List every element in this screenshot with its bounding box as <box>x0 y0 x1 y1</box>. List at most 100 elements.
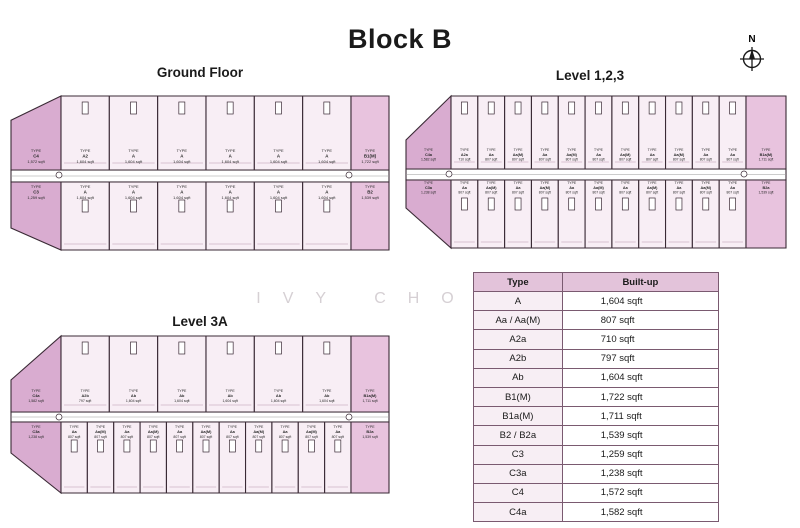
ground-floor-title: Ground Floor <box>156 65 244 80</box>
unit-type-label: TYPE <box>648 148 658 152</box>
unit-size-label: 807 sqft <box>68 435 80 439</box>
unit-type-label: TYPE <box>648 181 658 185</box>
unit-size-label: 1,259 sqft <box>27 195 45 200</box>
unit-top <box>350 95 390 171</box>
unit-type-label: TYPE <box>322 184 333 189</box>
unit-type-name: Aa <box>730 186 736 190</box>
unit-type-name: A <box>325 190 329 195</box>
unit-size-label: 1,604 sqft <box>125 195 143 200</box>
unit-type-label: TYPE <box>365 389 375 393</box>
unit-type-label: TYPE <box>540 181 550 185</box>
table-cell-type: B1(M) <box>473 386 563 408</box>
unit-type-name: A <box>132 154 136 159</box>
unit-type-name: A <box>229 154 233 159</box>
unit-size-label: 807 sqft <box>512 191 524 195</box>
unit-size-label: 797 sqft <box>79 399 91 403</box>
unit-type-name: C4a <box>425 153 433 157</box>
unit-type-label: TYPE <box>487 148 497 152</box>
unit-type-label: TYPE <box>175 425 185 429</box>
unit-type-name: A <box>84 190 88 195</box>
unit-type-label: TYPE <box>226 389 236 393</box>
unit-type-label: TYPE <box>81 389 91 393</box>
unit-type-label: TYPE <box>424 181 434 185</box>
table-cell-built-up: 1,582 sqft <box>561 502 720 523</box>
unit-size-label: 1,582 sqft <box>28 399 43 403</box>
unit-type-name: A <box>277 154 281 159</box>
unit-size-label: 807 sqft <box>727 158 739 162</box>
table-cell-type: A2a <box>473 329 563 350</box>
unit-type-label: TYPE <box>540 148 550 152</box>
unit-size-label: 807 sqft <box>673 158 685 162</box>
watermark: IVY CHONG <box>256 290 544 307</box>
unit-size-label: 807 sqft <box>646 158 658 162</box>
unit-size-label: 807 sqft <box>673 191 685 195</box>
unit-size-label: 1,711 sqft <box>362 399 377 403</box>
unit-type-name: B2a <box>763 186 771 190</box>
table-cell-built-up: 1,572 sqft <box>561 482 720 504</box>
table-header-type: Type <box>473 272 563 292</box>
unit-type-label: TYPE <box>365 184 376 189</box>
unit-size-label: 1,604 sqft <box>271 399 286 403</box>
unit-size-label: 1,604 sqft <box>76 195 94 200</box>
unit-type-label: TYPE <box>96 425 106 429</box>
unit-type-name: A2 <box>82 154 88 159</box>
compass-icon: N <box>740 34 764 71</box>
north-label: N <box>748 34 755 45</box>
unit-size-label: 807 sqft <box>539 191 551 195</box>
unit-type-name: Aa <box>177 429 183 434</box>
level-123-title: Level 1,2,3 <box>555 68 625 83</box>
unit-type-name: Aa(M) <box>674 153 685 157</box>
unit-type-label: TYPE <box>322 148 333 153</box>
unit-type-name: Aa <box>283 429 289 434</box>
unit-type-name: Aa(M) <box>566 153 577 157</box>
unit-type-label: TYPE <box>322 389 332 393</box>
table-cell-type: Ab <box>473 367 563 388</box>
unit-type-name: B1(M) <box>364 154 377 159</box>
unit-type-name: A <box>229 190 233 195</box>
unit-type-label: TYPE <box>177 389 187 393</box>
unit-type-name: Aa <box>462 186 468 190</box>
unit-top <box>350 335 390 413</box>
stair-icon <box>55 413 63 421</box>
unit-type-label: TYPE <box>701 181 711 185</box>
unit-type-label: TYPE <box>621 181 631 185</box>
unit-type-name: A2b <box>81 393 89 398</box>
unit-type-name: C4 <box>33 154 39 159</box>
unit-type-label: TYPE <box>128 184 139 189</box>
unit-type-label: TYPE <box>487 181 497 185</box>
unit-size-label: 1,604 sqft <box>174 399 189 403</box>
unit-type-name: Aa(M) <box>306 429 318 434</box>
unit-size-label: 807 sqft <box>279 435 291 439</box>
north-arrow: N <box>736 32 770 72</box>
unit-size-label: 1,604 sqft <box>76 159 94 164</box>
table-cell-built-up: 1,711 sqft <box>561 406 720 427</box>
unit-type-label: TYPE <box>762 181 772 185</box>
unit-type-name: Aa(M) <box>148 429 160 434</box>
unit-type-name: C4a <box>32 393 40 398</box>
unit-type-label: TYPE <box>129 389 139 393</box>
unit-size-label: 807 sqft <box>646 191 658 195</box>
unit-type-name: Aa(M) <box>647 186 658 190</box>
unit-type-label: TYPE <box>273 148 284 153</box>
unit-size-label: 807 sqft <box>252 435 264 439</box>
unit-type-label: TYPE <box>273 184 284 189</box>
unit-type-label: TYPE <box>460 181 470 185</box>
stair-icon <box>445 170 453 178</box>
stair-icon <box>55 171 63 179</box>
unit-size-label: 807 sqft <box>727 191 739 195</box>
unit-size-label: 1,604 sqft <box>125 159 143 164</box>
table-cell-type: Aa / Aa(M) <box>473 310 563 331</box>
unit-type-label: TYPE <box>567 148 577 152</box>
unit-size-label: 1,604 sqft <box>221 195 239 200</box>
unit-type-label: TYPE <box>201 425 211 429</box>
table-cell-built-up: 1,259 sqft <box>561 444 720 465</box>
unit-type-label: TYPE <box>514 181 524 185</box>
unit-type-name: Aa(M) <box>513 153 524 157</box>
unit-type-label: TYPE <box>728 181 738 185</box>
unit-type-name: B2 <box>367 190 373 195</box>
unit-type-name: Ab <box>228 393 234 398</box>
